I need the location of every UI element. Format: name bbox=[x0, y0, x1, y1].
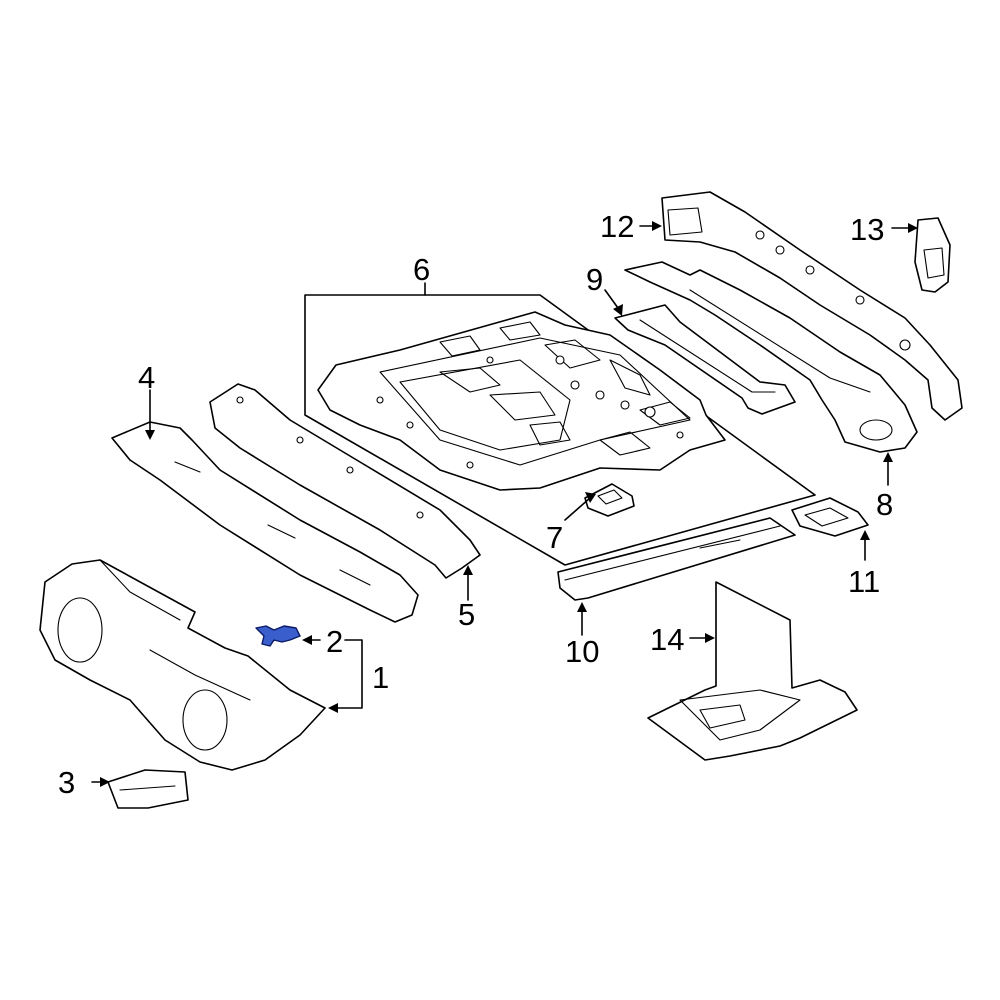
part-11-bracket[interactable] bbox=[791, 497, 869, 537]
part-1-rear-floor[interactable] bbox=[39, 559, 326, 771]
callout-9: 9 bbox=[586, 262, 603, 297]
callout-11: 11 bbox=[848, 564, 880, 599]
part-13-bracket[interactable] bbox=[914, 217, 951, 293]
callout-12: 12 bbox=[600, 209, 634, 244]
part-2-bracket-highlighted[interactable] bbox=[255, 625, 301, 647]
callout-2: 2 bbox=[326, 624, 343, 659]
part-9-cross-member[interactable] bbox=[614, 304, 796, 415]
part-12-side-rail[interactable] bbox=[661, 191, 963, 421]
callout-14: 14 bbox=[650, 622, 684, 657]
part-3-panel[interactable] bbox=[107, 769, 189, 809]
part-4-rail[interactable] bbox=[111, 421, 419, 623]
part-8-rail[interactable] bbox=[624, 261, 918, 453]
part-6-floor-pan[interactable] bbox=[304, 294, 816, 566]
callout-4: 4 bbox=[138, 360, 155, 395]
callout-13: 13 bbox=[850, 212, 884, 247]
part-14-tray[interactable] bbox=[647, 581, 858, 761]
callout-1: 1 bbox=[372, 660, 389, 695]
part-10-cross-member[interactable] bbox=[557, 517, 796, 601]
callout-10: 10 bbox=[565, 634, 599, 669]
callout-7: 7 bbox=[546, 520, 563, 555]
callout-5: 5 bbox=[458, 597, 475, 632]
callout-6: 6 bbox=[413, 252, 430, 287]
callout-8: 8 bbox=[876, 487, 893, 522]
leader-lines bbox=[91, 221, 918, 787]
part-7-bracket[interactable] bbox=[584, 483, 635, 517]
callout-3: 3 bbox=[58, 765, 75, 800]
part-5-rail[interactable] bbox=[209, 383, 481, 579]
